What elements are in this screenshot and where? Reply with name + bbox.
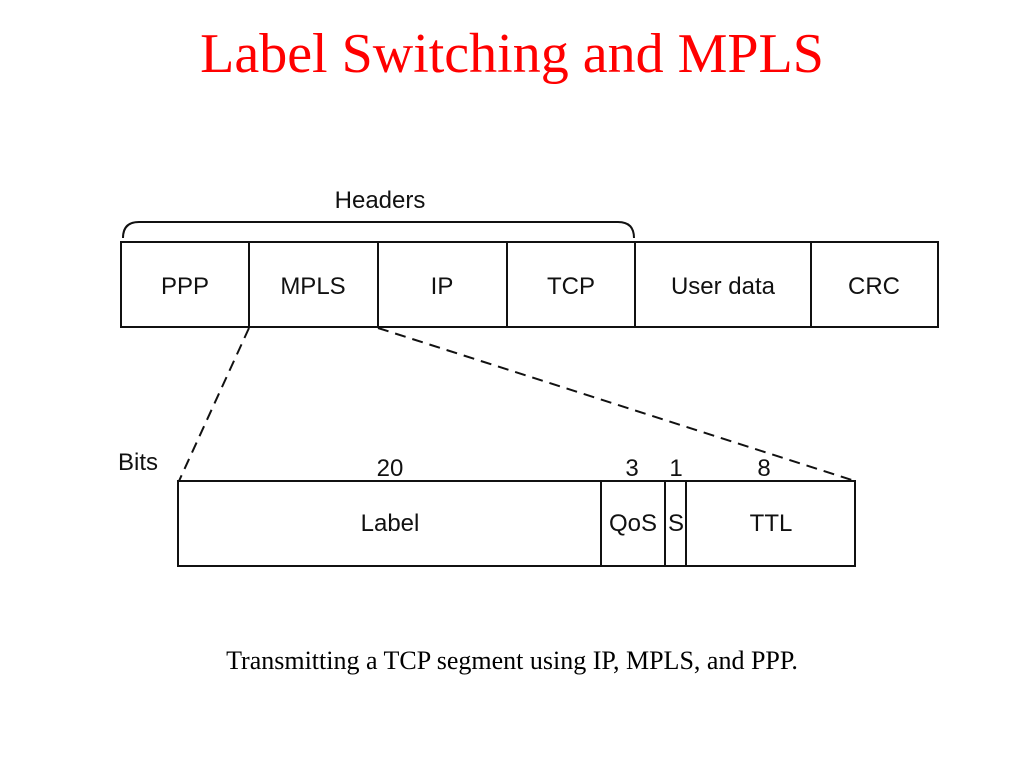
expansion-line-right bbox=[377, 327, 856, 482]
packet-field-tcp-box bbox=[506, 241, 636, 328]
packet-field-user-data-box bbox=[634, 241, 812, 328]
bits-qos-field: 3 bbox=[625, 455, 638, 482]
mpls-field-s: S bbox=[668, 510, 684, 537]
packet-field-crc-box bbox=[810, 241, 939, 328]
headers-brace bbox=[122, 221, 635, 239]
slide-title: Label Switching and MPLS bbox=[200, 23, 824, 85]
packet-field-ip: IP bbox=[431, 273, 454, 300]
mpls-field-ttl-box bbox=[685, 480, 856, 567]
headers-label: Headers bbox=[335, 187, 426, 214]
packet-field-ppp: PPP bbox=[161, 273, 209, 300]
mpls-field-qos: QoS bbox=[609, 510, 657, 537]
bits-label: Bits bbox=[118, 449, 158, 476]
bits-ttl-field: 8 bbox=[757, 455, 770, 482]
figure-caption: Transmitting a TCP segment using IP, MPL… bbox=[226, 646, 798, 675]
bits-label-field: 20 bbox=[377, 455, 404, 482]
expansion-line-left bbox=[178, 327, 250, 482]
bits-s-field: 1 bbox=[669, 455, 682, 482]
packet-row: PPP MPLS IP TCP User data CRC bbox=[120, 241, 939, 328]
mpls-field-qos-box bbox=[600, 480, 666, 567]
packet-field-crc: CRC bbox=[848, 273, 900, 300]
packet-field-mpls: MPLS bbox=[280, 273, 345, 300]
mpls-header-row: Label QoS S TTL bbox=[177, 480, 856, 567]
packet-field-ppp-box bbox=[120, 241, 250, 328]
packet-field-mpls-box bbox=[248, 241, 379, 328]
packet-field-ip-box bbox=[377, 241, 508, 328]
mpls-field-ttl: TTL bbox=[750, 510, 793, 537]
packet-field-tcp: TCP bbox=[547, 273, 595, 300]
mpls-field-label: Label bbox=[361, 510, 420, 537]
packet-field-user-data: User data bbox=[671, 273, 776, 300]
